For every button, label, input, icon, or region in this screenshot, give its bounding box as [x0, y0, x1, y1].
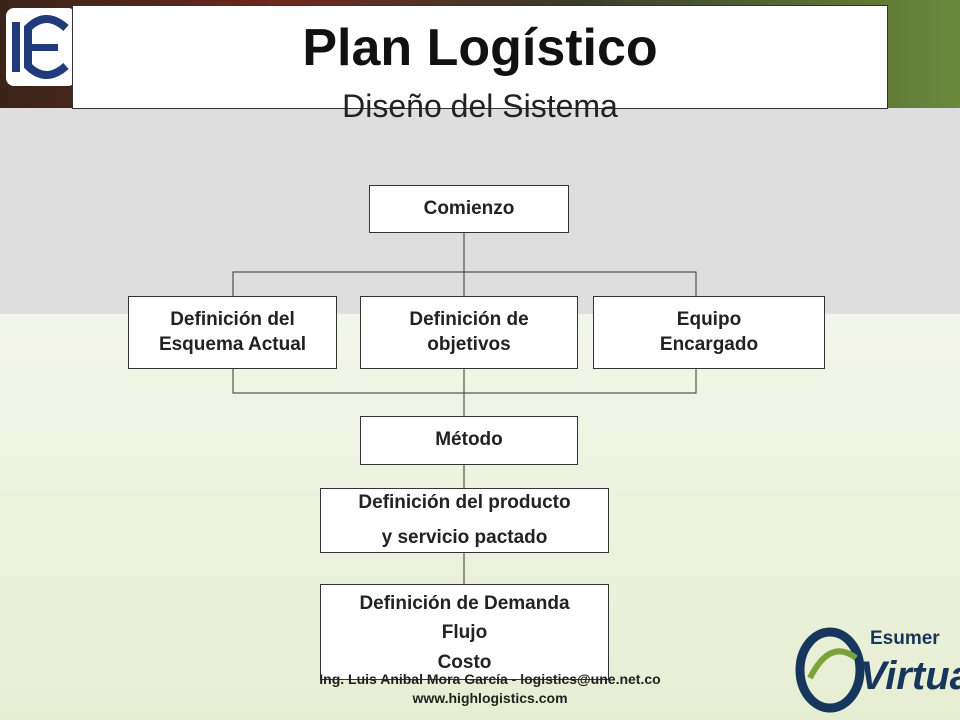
start-node: Comienzo — [369, 185, 569, 233]
title-box — [72, 5, 888, 109]
footer-website: www.highlogistics.com — [412, 689, 568, 706]
footer-credits: Ing. Luis Anibal Mora García - logistics… — [0, 670, 960, 708]
esumer-wordmark: Esumer — [870, 628, 940, 649]
institution-logo-icon — [6, 8, 76, 86]
product-node: Definición del producto y servicio pacta… — [320, 488, 609, 553]
branch-node-objectives: Definición de objetivos — [360, 296, 578, 369]
branch-node-team: Equipo Encargado — [593, 296, 825, 369]
virtual-wordmark: Virtual — [860, 654, 960, 698]
demand-node: Definición de Demanda Flujo Costo — [320, 584, 609, 680]
page-title: Plan Logístico — [302, 19, 658, 77]
esumer-logo-icon — [795, 627, 865, 713]
branch-node-current-scheme: Definición del Esquema Actual — [128, 296, 337, 369]
page-subtitle: Diseño del Sistema — [342, 88, 618, 124]
footer-author: Ing. Luis Anibal Mora García - logistics… — [319, 671, 661, 687]
method-node: Método — [360, 416, 578, 465]
